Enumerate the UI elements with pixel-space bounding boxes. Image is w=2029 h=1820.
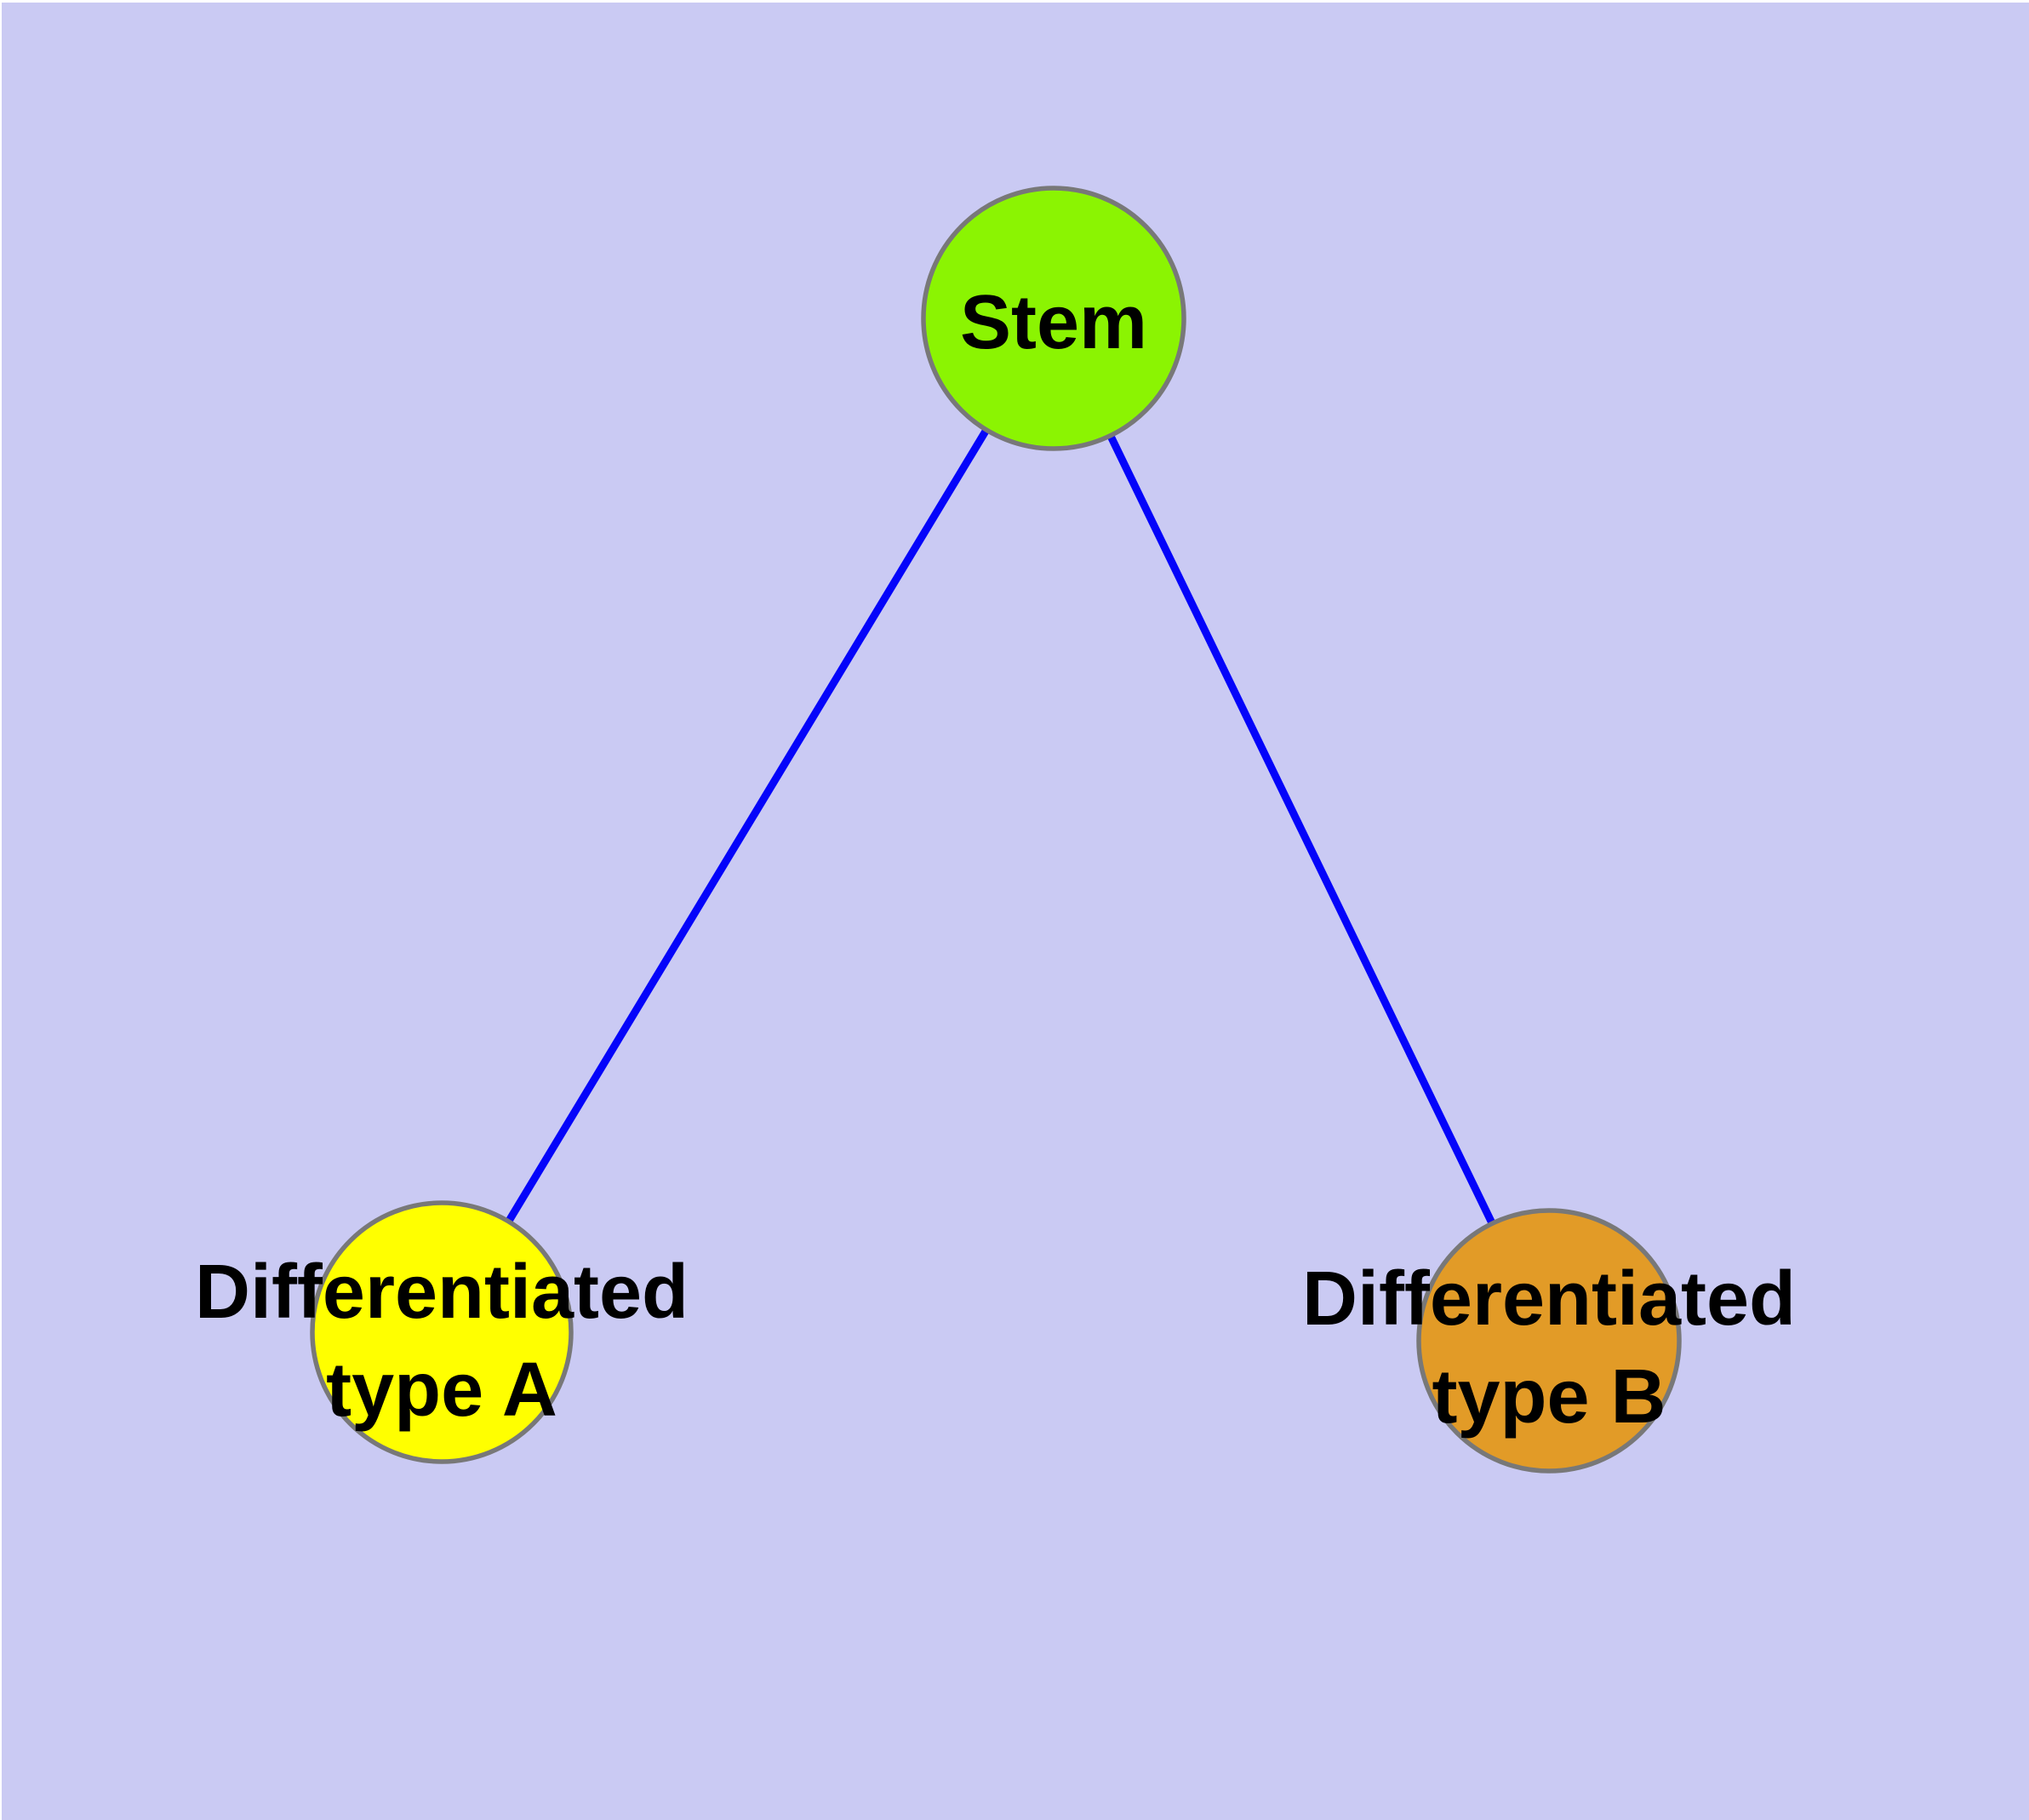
node-stem: Stem [921, 186, 1186, 451]
edge-stem-to-type-b [1049, 317, 1553, 1342]
edge-stem-to-type-a [438, 316, 1057, 1335]
node-differentiated-type-a: Differentiated type A [195, 1200, 689, 1464]
node-type-b-label-line2: type B [1432, 1354, 1666, 1439]
node-stem-label: Stem [960, 280, 1147, 365]
node-type-b-label-line1: Differentiated [1302, 1256, 1796, 1342]
node-type-a-label-line2: type A [326, 1348, 557, 1433]
node-type-a-label-line1: Differentiated [195, 1250, 689, 1335]
edges [438, 316, 1553, 1342]
node-differentiated-type-b: Differentiated type B [1302, 1208, 1796, 1474]
node-type-a-circle [310, 1200, 574, 1464]
node-stem-circle [921, 186, 1186, 451]
node-type-b-circle [1416, 1208, 1682, 1474]
